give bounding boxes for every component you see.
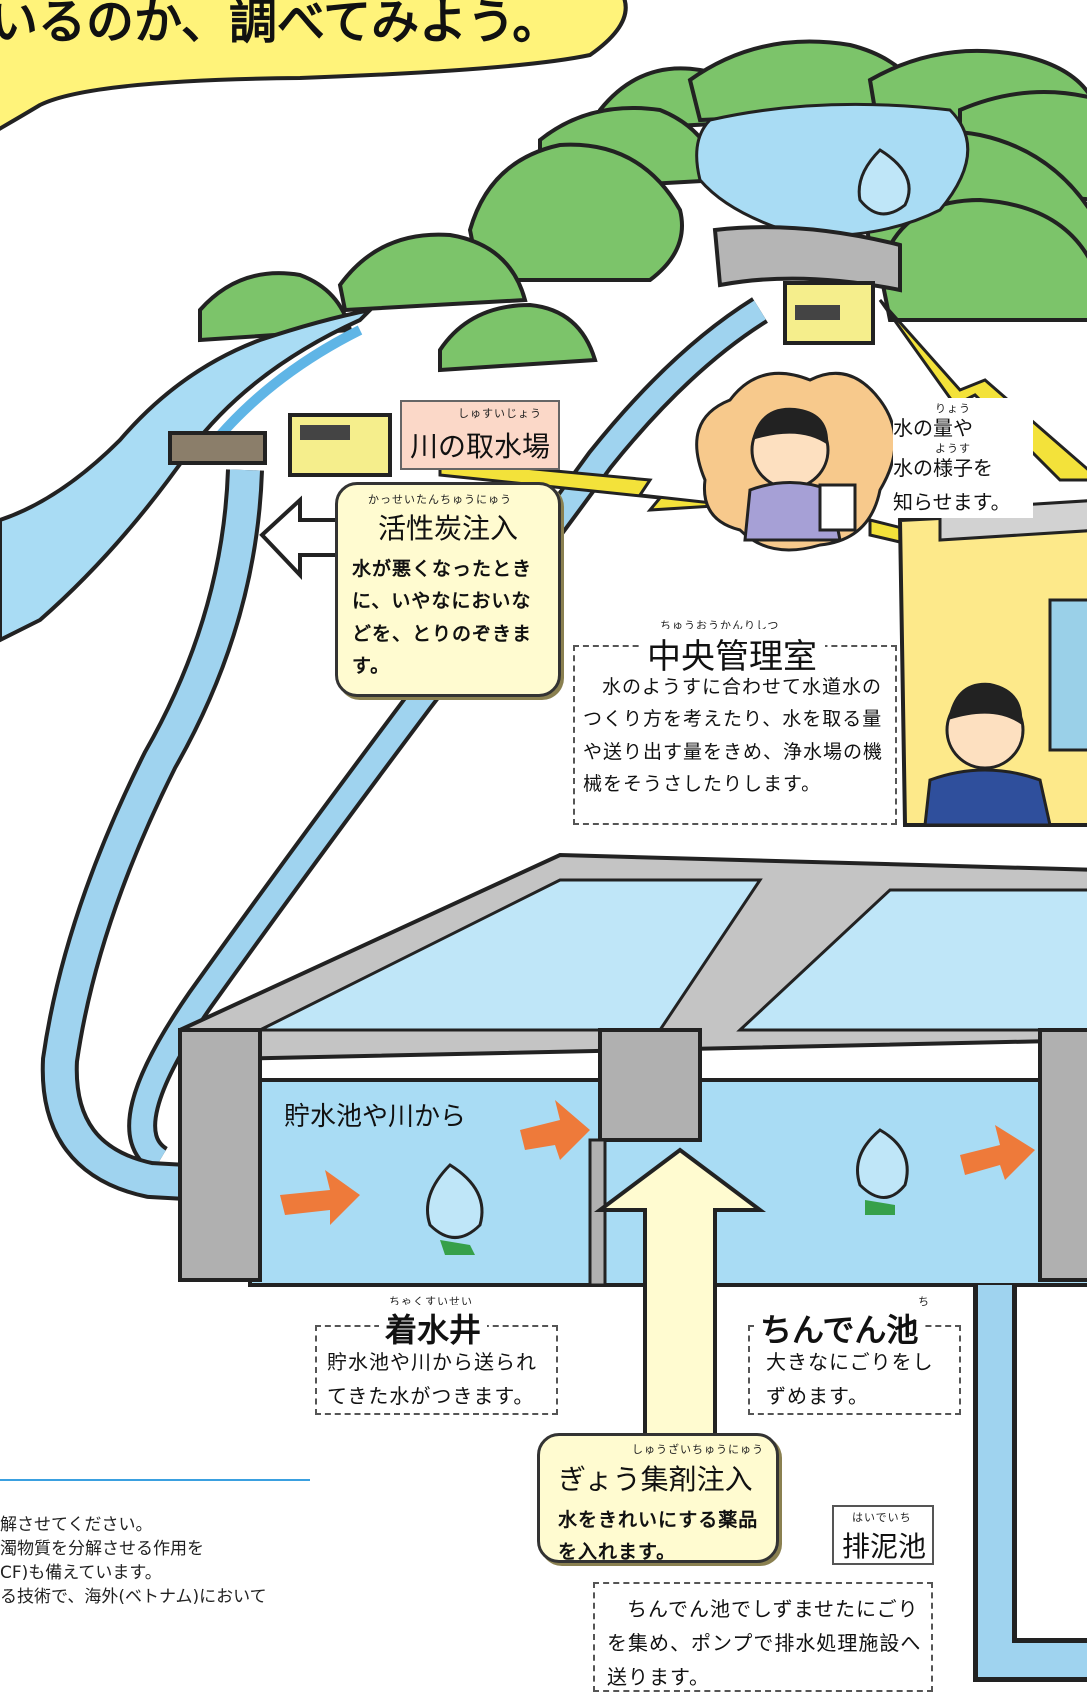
intake-building	[288, 413, 392, 477]
river-weir	[168, 431, 267, 465]
footnote: 解させてください。 濁物質を分解させる作用を CF)も備えています。 る技術で、…	[0, 1513, 267, 1609]
receiving-well-panel: ちゃくすいせい 着水井 貯水池や川から送られてきた水がつきます。	[315, 1295, 558, 1415]
mascot-drop-reservoir	[857, 148, 911, 216]
footnote-line2: 濁物質を分解させる作用を	[0, 1539, 204, 1559]
control-room-text: 水のようすに合わせて水道水のつくり方を考えたり、水を取る量や送り出す量をきめ、浄…	[583, 676, 884, 795]
flow-arrows	[280, 1100, 1035, 1225]
river-intake-title: 川の取水場	[410, 430, 551, 463]
coagulant-text: 水をきれいにする薬品を入れます。	[558, 1509, 759, 1564]
mascot-drop-settling	[856, 1128, 909, 1215]
coagulant-ruby: しゅうざいちゅうにゅう	[632, 1443, 764, 1456]
receiving-well-text: 貯水池や川から送られてきた水がつきます。	[327, 1350, 537, 1408]
footnote-line3: CF)も備えています。	[0, 1563, 162, 1583]
coagulant-title: ぎょう集剤注入	[558, 1463, 753, 1496]
info-note-ruby2: ようす	[935, 442, 971, 455]
activated-carbon-panel: かっせいたんちゅうにゅう 活性炭注入 水が悪くなったときに、いやなにおいなどを、…	[335, 482, 561, 697]
settling-pond-text: 大きなにごりをしずめます。	[766, 1350, 934, 1408]
river	[0, 306, 377, 643]
info-note-line3: 知らせます。	[893, 490, 1011, 514]
control-room-title: 中央管理室	[639, 629, 825, 678]
footnote-line1: 解させてください。	[0, 1515, 153, 1535]
banner-bubble	[0, 0, 628, 131]
river-intake-ruby: しゅすいじょう	[458, 407, 542, 420]
activated-carbon-ruby: かっせいたんちゅうにゅう	[368, 493, 512, 506]
settling-pond-panel: ち ちんでん池 大きなにごりをしずめます。	[748, 1295, 961, 1415]
control-room-panel: ちゅうおうかんりしつ 中央管理室 水のようすに合わせて水道水のつくり方を考えたり…	[573, 619, 897, 825]
sludge-note-panel: ちんでん池でしずませたにごりを集め、ポンプで排水処理施設へ送ります。	[593, 1582, 933, 1692]
sludge-pond-label-box: はいでいち 排泥池	[832, 1505, 934, 1565]
info-note-line1: 水の量や	[893, 416, 973, 440]
info-note-line2: 水の様子を	[893, 456, 993, 480]
sludge-note-text: ちんでん池でしずませたにごりを集め、ポンプで排水処理施設へ送ります。	[607, 1597, 922, 1689]
dam	[712, 225, 902, 293]
settling-pond-title: ちんでん池	[756, 1305, 923, 1351]
coagulant-panel: しゅうざいちゅうにゅう ぎょう集剤注入 水をきれいにする薬品を入れます。	[537, 1433, 779, 1563]
info-note: りょう 水の量や ようす 水の様子を 知らせます。	[893, 398, 1033, 518]
control-room-ruby: ちゅうおうかんりしつ	[660, 619, 780, 632]
receiving-well-ruby: ちゃくすいせい	[389, 1295, 473, 1308]
footnote-line4: る技術で、海外(ベトナム)において	[0, 1587, 267, 1607]
banner-text: いるのか、調べてみよう。	[0, 0, 561, 50]
basin-water-back	[259, 878, 763, 1032]
mascot-drop-well	[426, 1163, 484, 1255]
basin-pillar-left	[178, 1028, 262, 1282]
settling-pond-ruby: ち	[918, 1295, 930, 1308]
sludge-pond-title: 排泥池	[842, 1530, 927, 1563]
receiving-well-title: 着水井	[379, 1305, 488, 1351]
river-intake-label-box: しゅすいじょう 川の取水場	[400, 400, 560, 470]
basin-pillar-mid	[598, 1028, 702, 1142]
activated-carbon-text: 水が悪くなったときに、いやなにおいなどを、とりのぞきます。	[352, 558, 533, 677]
water-source-label: 貯水池や川から	[284, 1102, 467, 1132]
sludge-pond-ruby: はいでいち	[852, 1511, 912, 1524]
reservoir	[695, 102, 970, 238]
activated-carbon-title: 活性炭注入	[378, 512, 519, 545]
info-note-ruby1: りょう	[935, 402, 971, 415]
